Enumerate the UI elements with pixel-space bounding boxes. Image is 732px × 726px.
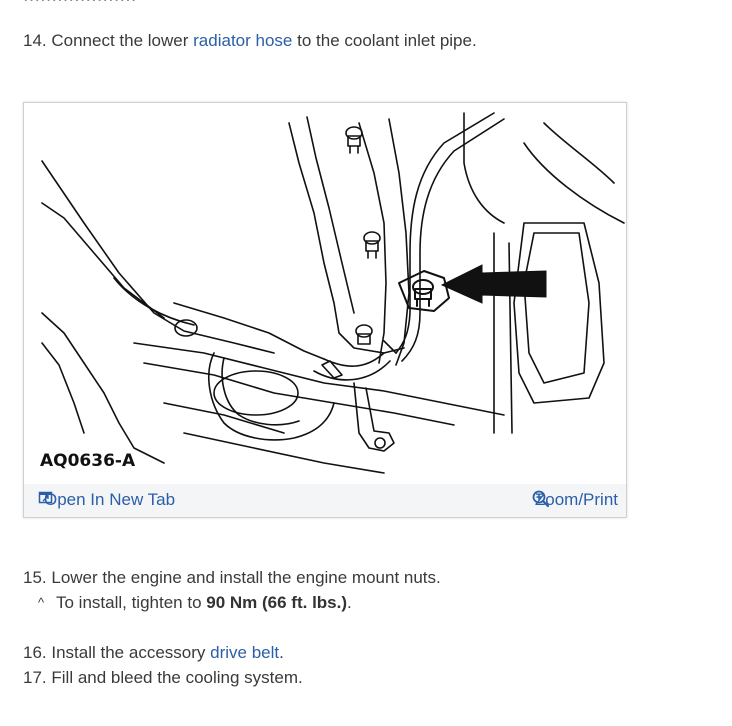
step-15-sub-text-after: . <box>347 593 352 612</box>
step-17: 17. Fill and bleed the cooling system. <box>23 667 303 689</box>
step-15-text: Lower the engine and install the engine … <box>51 568 441 587</box>
open-in-new-tab-label: Open In New Tab <box>44 490 176 509</box>
step-17-number: 17. <box>23 668 47 687</box>
figure-code: AQ0636-A <box>40 451 136 471</box>
figure-toolbar: Open In New Tab Zoom/Print <box>24 484 626 517</box>
zoom-print-label: Zoom/Print <box>534 490 618 509</box>
cut-off-previous-step: ‥‥‥‥‥‥‥‥‥‥ <box>23 0 136 6</box>
step-15-number: 15. <box>23 568 47 587</box>
step-16-text-before: Install the accessory <box>51 643 206 662</box>
drive-belt-link[interactable]: drive belt <box>210 643 280 662</box>
step-17-text: Fill and bleed the cooling system. <box>51 668 303 687</box>
engine-diagram: AQ0636-A <box>40 112 625 474</box>
pointer-arrow <box>440 264 547 304</box>
step-15-sub-text-before: To install, tighten to <box>56 593 202 612</box>
open-in-new-tab-button[interactable]: Open In New Tab <box>38 490 175 510</box>
step-15-substep: ^ To install, tighten to 90 Nm (66 ft. lb… <box>38 592 352 614</box>
step-14-text-after: to the coolant inlet pipe. <box>297 31 477 50</box>
caret-icon: ^ <box>38 595 45 610</box>
zoom-print-button[interactable]: Zoom/Print <box>532 490 618 510</box>
step-14-number: 14. <box>23 31 47 50</box>
radiator-hose-link[interactable]: radiator hose <box>193 31 293 50</box>
torque-spec: 90 Nm (66 ft. lbs.) <box>206 593 348 612</box>
step-14-text-before: Connect the lower <box>51 31 189 50</box>
step-16-text-after: . <box>279 643 284 662</box>
diagram-figure: AQ0636-A Open In New Tab Zoom/Print <box>23 102 627 518</box>
step-14: 14. Connect the lower radiator hose to t… <box>23 30 477 52</box>
step-16-number: 16. <box>23 643 47 662</box>
step-15: 15. Lower the engine and install the eng… <box>23 567 441 589</box>
step-16: 16. Install the accessory drive belt. <box>23 642 284 664</box>
